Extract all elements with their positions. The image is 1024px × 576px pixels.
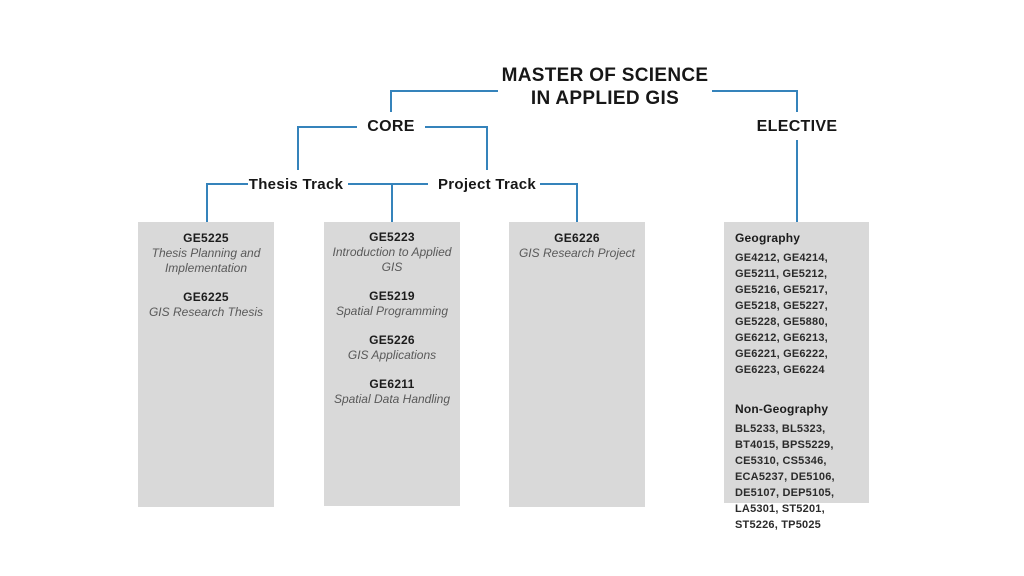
elective-heading: Geography — [735, 231, 801, 245]
course-code: GE5223 — [369, 230, 415, 244]
course-name: Introduction to Applied GIS — [332, 245, 452, 274]
course-item: GE5226 GIS Applications — [324, 332, 460, 363]
connector-title-core-h — [390, 90, 498, 92]
connector-title-core-v — [390, 90, 392, 112]
connector-core-project-v — [486, 126, 488, 170]
course-item: GE6211 Spatial Data Handling — [324, 376, 460, 407]
course-name: Spatial Data Handling — [333, 392, 451, 406]
thesis-track-course-box: GE5225 Thesis Planning and Implementatio… — [138, 222, 274, 507]
course-name: GIS Applications — [347, 348, 437, 362]
connector-core-thesis-h — [297, 126, 357, 128]
course-code: GE6225 — [183, 290, 229, 304]
course-name: GIS Research Project — [518, 246, 636, 260]
node-project-track: Project Track — [437, 176, 537, 193]
core-courses-box: GE5223 Introduction to Applied GIS GE521… — [324, 222, 460, 506]
node-thesis-track: Thesis Track — [248, 176, 344, 193]
course-item: GE5223 Introduction to Applied GIS — [324, 229, 460, 275]
project-track-course-box: GE6226 GIS Research Project — [509, 222, 645, 507]
page-title-line2: IN APPLIED GIS — [530, 88, 680, 109]
connector-thesis-box-v — [206, 183, 208, 222]
course-item: GE6225 GIS Research Thesis — [138, 289, 274, 320]
node-core: CORE — [367, 118, 415, 135]
course-code: GE5225 — [183, 231, 229, 245]
elective-section-geography: Geography GE4212, GE4214, GE5211, GE5212… — [735, 231, 861, 378]
course-name: Spatial Programming — [335, 304, 449, 318]
course-item: GE5225 Thesis Planning and Implementatio… — [138, 230, 274, 276]
connector-thesis-box-h — [206, 183, 248, 185]
connector-title-elective-h — [712, 90, 798, 92]
connector-elective-box-v — [796, 140, 798, 222]
course-code: GE6226 — [554, 231, 600, 245]
elective-heading: Non-Geography — [735, 402, 829, 416]
connector-core-thesis-v — [297, 126, 299, 170]
elective-section-non-geography: Non-Geography BL5233, BL5323, BT4015, BP… — [735, 402, 861, 533]
connector-project-box-h — [540, 183, 578, 185]
course-item: GE5219 Spatial Programming — [324, 288, 460, 319]
page-title: MASTER OF SCIENCE IN APPLIED GIS — [455, 64, 755, 110]
course-name: GIS Research Thesis — [148, 305, 264, 319]
elective-course-codes: BL5233, BL5323, BT4015, BPS5229, CE5310,… — [735, 423, 835, 531]
page-title-line1: MASTER OF SCIENCE — [501, 65, 709, 86]
course-code: GE5226 — [369, 333, 415, 347]
node-elective: ELECTIVE — [756, 118, 838, 135]
connector-tracks-mid-h — [348, 183, 428, 185]
course-code: GE5219 — [369, 289, 415, 303]
elective-course-box: Geography GE4212, GE4214, GE5211, GE5212… — [724, 222, 869, 531]
course-name: Thesis Planning and Implementation — [151, 246, 261, 275]
elective-course-codes: GE4212, GE4214, GE5211, GE5212, GE5216, … — [735, 252, 828, 376]
connector-title-elective-v — [796, 90, 798, 112]
course-item: GE6226 GIS Research Project — [509, 230, 645, 261]
course-code: GE6211 — [369, 377, 415, 391]
connector-project-box-v — [576, 183, 578, 222]
connector-core-project-h — [425, 126, 488, 128]
connector-mid-box-v — [391, 183, 393, 222]
